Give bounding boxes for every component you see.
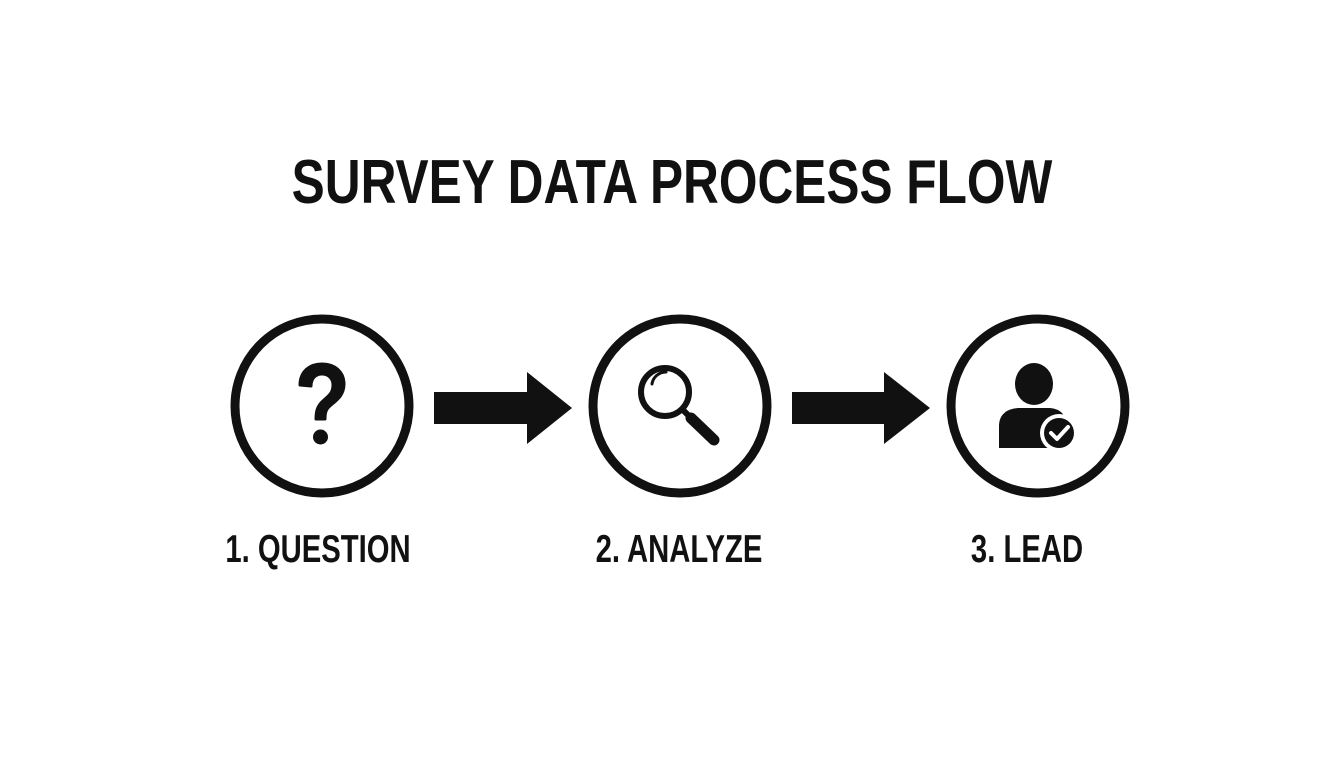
- step-circle: [946, 314, 1130, 498]
- step-3-node: [946, 314, 1130, 498]
- step-2-label: 2. ANALYZE: [595, 528, 763, 571]
- user-check-icon: [999, 363, 1078, 452]
- arrow-right-icon: [434, 372, 572, 444]
- step-3-label: 3. LEAD: [970, 528, 1084, 571]
- question-mark-icon: [298, 362, 346, 445]
- arrow-right-icon: [792, 372, 930, 444]
- magnifying-glass-icon: [638, 365, 720, 446]
- step-2-node: [588, 314, 772, 498]
- step-1-node: [230, 314, 414, 498]
- step-1-label: 1. QUESTION: [225, 528, 411, 571]
- diagram-title: SURVEY DATA PROCESS FLOW: [291, 148, 1053, 217]
